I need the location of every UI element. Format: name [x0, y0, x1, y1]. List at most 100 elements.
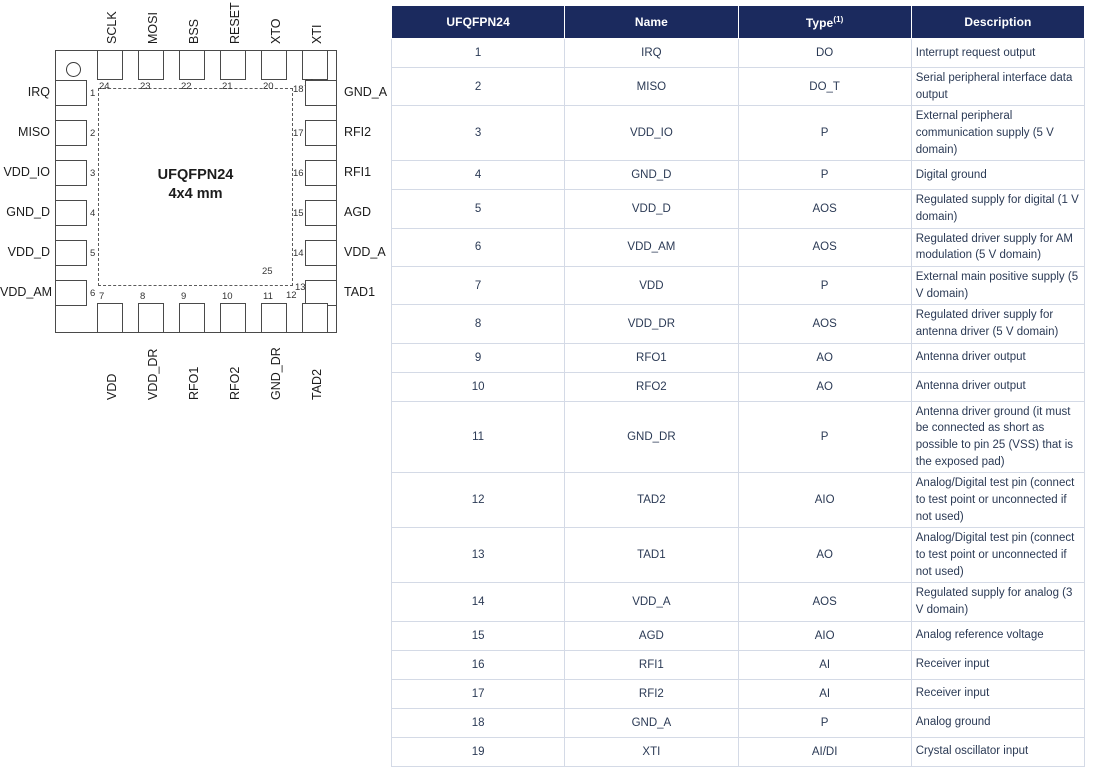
cell-description: Regulated driver supply for antenna driv…: [910, 304, 1086, 344]
cell-description: Receiver input: [910, 678, 1086, 709]
cell-type: P: [737, 266, 912, 306]
pin-label-rfi2: RFI2: [344, 125, 372, 139]
package-center-label: UFQFPN24 4x4 mm: [98, 166, 293, 204]
cell-pin: 14: [390, 582, 566, 622]
pin-number-14: 14: [293, 248, 304, 259]
cell-description: Crystal oscillator input: [910, 736, 1086, 767]
pin-label-gnd-dr: GND_DR: [269, 347, 283, 400]
pad-9: [179, 303, 205, 333]
pad-10: [220, 303, 246, 333]
cell-name: VDD_AM: [564, 227, 739, 268]
cell-pin: 2: [390, 66, 566, 107]
cell-type: AIO: [737, 472, 912, 529]
pin-number-13: 13: [295, 282, 306, 293]
pin-label-rfi1: RFI1: [344, 165, 372, 179]
cell-pin: 6: [390, 227, 566, 268]
pad-20: [261, 50, 287, 80]
cell-pin: 12: [390, 472, 566, 529]
pad-18: [305, 80, 337, 106]
cell-pin: 19: [390, 736, 566, 767]
cell-description: Analog/Digital test pin (connect to test…: [910, 472, 1086, 529]
cell-type: P: [737, 160, 912, 191]
cell-name: VDD_IO: [564, 105, 739, 162]
pin-label-miso: MISO: [18, 125, 50, 139]
cell-type: DO_T: [737, 66, 912, 107]
pin-number-7: 7: [99, 291, 105, 302]
pad-3: [55, 160, 87, 186]
pad-17: [305, 120, 337, 146]
cell-type: P: [737, 105, 912, 162]
cell-description: Analog reference voltage: [910, 620, 1086, 651]
cell-description: Analog ground: [910, 707, 1086, 738]
pin-label-xti: XTI: [310, 24, 324, 44]
cell-type: P: [737, 400, 912, 474]
cell-description: Regulated supply for digital (1 V domain…: [910, 189, 1086, 229]
cell-description: Antenna driver output: [910, 342, 1086, 373]
pin-label-rfo2: RFO2: [228, 366, 242, 400]
cell-description: Regulated supply for analog (3 V domain): [910, 582, 1086, 622]
pin-number-2: 2: [90, 128, 96, 139]
cell-name: AGD: [564, 620, 739, 651]
cell-pin: 8: [390, 304, 566, 344]
cell-pin: 16: [390, 649, 566, 680]
pin-label-xto: XTO: [269, 18, 283, 44]
pin-label-gnd-d: GND_D: [6, 205, 50, 219]
pin-number-15: 15: [293, 208, 304, 219]
exposed-pad-outline: [98, 88, 293, 286]
cell-name: VDD_D: [564, 189, 739, 229]
cell-type: AI/DI: [737, 736, 912, 767]
table-header: UFQFPN24 Name Type(1) Description: [390, 5, 1086, 39]
pin-label-bss: BSS: [187, 18, 201, 44]
cell-type: AO: [737, 371, 912, 402]
pin-number-5: 5: [90, 248, 96, 259]
pin-label-reset: RESET: [228, 2, 242, 44]
pad-4: [55, 200, 87, 226]
cell-name: MISO: [564, 66, 739, 107]
cell-type: AO: [737, 342, 912, 373]
pin-label-mosi: MOSI: [146, 12, 160, 44]
cell-description: Receiver input: [910, 649, 1086, 680]
column-header-type: Type(1): [737, 5, 912, 39]
cell-name: RFO2: [564, 371, 739, 402]
cell-pin: 7: [390, 266, 566, 306]
cell-name: GND_D: [564, 160, 739, 191]
exposed-pad-number: 25: [262, 266, 273, 277]
column-header-description: Description: [910, 5, 1086, 39]
pin-number-12: 12: [286, 290, 297, 301]
pin-number-21: 21: [222, 81, 233, 92]
pad-11: [261, 303, 287, 333]
cell-pin: 4: [390, 160, 566, 191]
cell-type: AOS: [737, 582, 912, 622]
pad-12: [302, 303, 328, 333]
cell-name: VDD: [564, 266, 739, 306]
pin-number-23: 23: [140, 81, 151, 92]
pin-label-rfo1: RFO1: [187, 366, 201, 400]
cell-type: AI: [737, 678, 912, 709]
cell-description: Interrupt request output: [910, 38, 1086, 68]
cell-type: AOS: [737, 227, 912, 268]
pin-number-20: 20: [263, 81, 274, 92]
pin1-marker-icon: [66, 62, 81, 77]
cell-description: Antenna driver ground (it must be connec…: [910, 400, 1086, 474]
cell-name: VDD_A: [564, 582, 739, 622]
pin-number-9: 9: [181, 291, 187, 302]
pin-number-8: 8: [140, 291, 146, 302]
pin-label-vdd-dr: VDD_DR: [146, 348, 160, 400]
cell-type: AOS: [737, 304, 912, 344]
pin-number-6: 6: [90, 288, 96, 299]
pad-23: [138, 50, 164, 80]
pad-14: [305, 240, 337, 266]
cell-pin: 1: [390, 38, 566, 68]
